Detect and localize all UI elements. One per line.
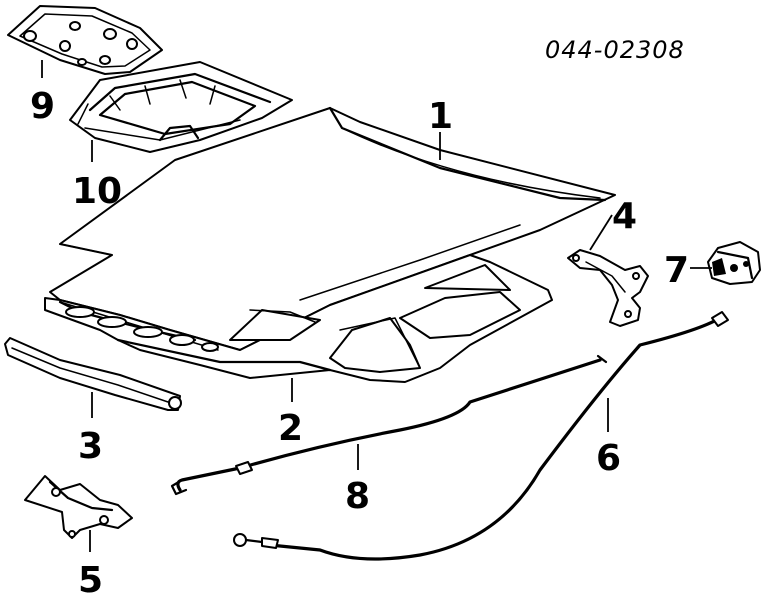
part-6-release-cable[interactable] [233,311,729,561]
callout-4: 4 [612,196,637,237]
part-8-support-rod[interactable] [170,354,608,496]
part-5-latch[interactable] [24,475,133,539]
callout-1: 1 [428,96,453,137]
callout-9: 9 [30,86,55,127]
callout-7: 7 [664,250,689,291]
part-9-insulator[interactable] [7,5,163,75]
callout-2: 2 [278,408,303,449]
callout-3: 3 [78,426,103,467]
callout-6: 6 [596,438,621,479]
callout-5: 5 [78,560,103,600]
front-vents [65,306,219,352]
leader-4 [589,214,613,251]
diagram-code: 044-02308 [545,36,685,64]
part-3-weatherstrip[interactable] [4,337,182,411]
part-7-lock[interactable] [707,241,761,285]
part-10-scoop[interactable] [69,61,293,153]
callout-8: 8 [345,476,370,517]
part-2-inner-frame[interactable] [44,254,553,383]
part-4-hinge[interactable] [567,249,649,327]
